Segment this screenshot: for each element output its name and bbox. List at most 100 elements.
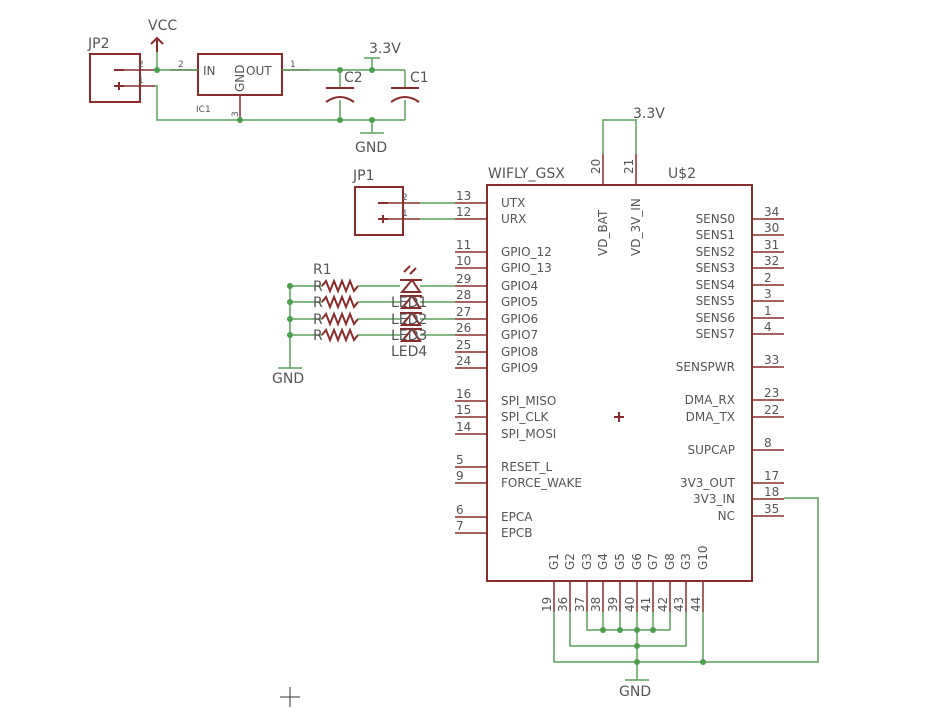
left-pin-name: GPIO9 xyxy=(501,361,538,375)
r1-label: R1 xyxy=(313,262,332,278)
left-pin-name: SPI_MISO xyxy=(501,394,556,408)
v33-module-symbol: 3.3V xyxy=(602,106,665,154)
right-pin-number: 34 xyxy=(764,205,779,219)
jp2-pin2: 2 xyxy=(138,60,144,70)
led2-label: LED2 xyxy=(391,312,427,328)
left-pin-number: 5 xyxy=(456,453,464,467)
left-pin-number: 27 xyxy=(456,305,471,319)
ic1-label: IC1 xyxy=(196,105,211,115)
jp2-connector[interactable]: JP2 2 1 xyxy=(87,36,155,103)
resistor-label-2: R xyxy=(313,295,323,311)
top-pin-number: 20 xyxy=(589,159,603,174)
left-pin-number: 6 xyxy=(456,503,464,517)
right-pin-number: 8 xyxy=(764,436,772,450)
left-pin-name: GPIO7 xyxy=(501,328,538,342)
led1-label: LED1 xyxy=(391,295,427,311)
left-pin-number: 14 xyxy=(456,420,471,434)
bottom-pin-number: 43 xyxy=(672,597,686,612)
right-pin-name: NC xyxy=(718,509,735,523)
right-pin-name: DMA_RX xyxy=(685,393,735,407)
gnd-leds-label: GND xyxy=(272,371,304,387)
ic1-in: IN xyxy=(203,64,216,78)
ic1-pin-out: 1 xyxy=(290,60,296,70)
c2-label: C2 xyxy=(344,70,363,86)
right-pin-name: SENS1 xyxy=(696,228,735,242)
right-pin-name: SENS6 xyxy=(696,311,735,325)
v33-module-label: 3.3V xyxy=(633,106,665,122)
v33-top-label: 3.3V xyxy=(369,41,401,57)
left-pin-number: 28 xyxy=(456,288,471,302)
right-pin-name: SENS7 xyxy=(696,327,735,341)
bottom-pin-number: 39 xyxy=(606,597,620,612)
ic1-pin-in: 2 xyxy=(178,60,184,70)
ic1-regulator[interactable]: IN OUT GND 2 1 3 IC1 xyxy=(170,53,310,120)
ic1-out: OUT xyxy=(246,64,272,78)
left-pin-number: 16 xyxy=(456,387,471,401)
capacitor-c2[interactable]: C2 xyxy=(325,70,363,103)
resistor-led-array[interactable]: R1 R R R R LED1 LED2 LED3 LED4 xyxy=(287,262,455,368)
left-pin-name: GPIO8 xyxy=(501,345,538,359)
jp1-connector[interactable]: JP1 2 1 xyxy=(352,168,420,236)
bottom-pin[interactable]: 39 G5 xyxy=(606,553,627,612)
vcc-symbol: VCC xyxy=(148,18,177,52)
capacitor-c1[interactable]: C1 xyxy=(390,70,429,103)
right-pin-name: 3V3_OUT xyxy=(680,476,736,490)
v33-top-symbol: 3.3V xyxy=(364,41,401,59)
jp2-label: JP2 xyxy=(87,36,109,52)
left-pin-number: 26 xyxy=(456,321,471,335)
left-pin-name: GPIO_12 xyxy=(501,245,552,259)
bottom-pin-name: G5 xyxy=(613,553,627,570)
left-pin-name: GPIO4 xyxy=(501,279,538,293)
left-pin-number: 15 xyxy=(456,403,471,417)
power-wires xyxy=(154,52,406,132)
jp1-pin1: 1 xyxy=(402,209,408,219)
top-pin-name: VD_BAT xyxy=(596,209,610,256)
resistor-label-1: R xyxy=(313,279,323,295)
